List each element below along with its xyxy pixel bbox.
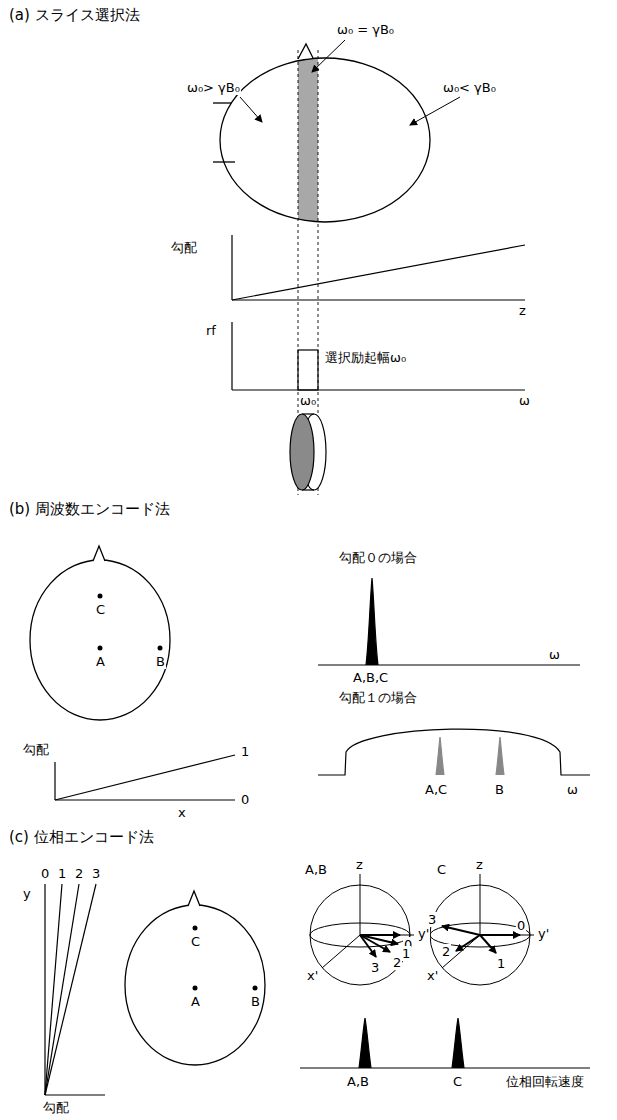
gradient-step: 2	[74, 866, 84, 881]
phase-spectrum	[300, 1018, 590, 1068]
point-label: C	[95, 602, 106, 617]
point-label: A	[95, 654, 106, 669]
rf-graph	[232, 322, 525, 390]
point-label: B	[155, 654, 166, 669]
peak-label: B	[494, 782, 505, 797]
axis-label: 勾配	[22, 742, 50, 757]
axis-label: 勾配	[170, 240, 198, 255]
axis-label: 勾配	[42, 1100, 70, 1115]
axis-value: 0	[240, 792, 250, 807]
peak-label: A,C	[424, 782, 448, 797]
vector-number: 2	[392, 955, 402, 970]
leader-arrow	[240, 40, 460, 125]
axis-label: ω	[548, 647, 561, 662]
axis-label: z	[475, 857, 484, 872]
bloch-sphere	[430, 874, 534, 985]
plot-caption: 勾配１の場合	[338, 690, 418, 705]
magnetization-vector	[442, 926, 520, 953]
plot-caption: 勾配０の場合	[338, 550, 418, 565]
axis-label: x'	[306, 968, 319, 983]
axis-label: 位相回転速度	[505, 1074, 585, 1089]
slice-disk	[290, 414, 326, 490]
axis-label: x	[177, 805, 187, 820]
peak-label: A,B	[346, 1074, 370, 1089]
point-label: A	[190, 994, 201, 1009]
vector-number: 3	[370, 960, 380, 975]
axis-label: z	[355, 857, 364, 872]
slice-head	[213, 40, 430, 240]
section-title: (a) スライス選択法	[8, 6, 141, 24]
magnetization-vector	[360, 935, 400, 957]
point-label: B	[250, 994, 261, 1009]
formula-label: ω₀> γB₀	[186, 80, 241, 95]
gradient-step: 1	[57, 866, 67, 881]
peak-label: C	[452, 1074, 463, 1089]
axis-label: ω	[518, 393, 531, 408]
axis-label: ω₀	[299, 393, 317, 408]
bloch-sphere	[310, 874, 414, 985]
gradient-graph	[232, 235, 525, 300]
axis-label: y'	[537, 926, 550, 941]
annotation: 選択励起幅ω₀	[324, 350, 407, 365]
peak-label: A,B,C	[352, 670, 389, 685]
gradient-step: 3	[91, 866, 101, 881]
gradient-graph	[55, 755, 235, 800]
axis-label: x'	[426, 968, 439, 983]
head-outline	[30, 546, 170, 720]
sphere-label: A,B	[304, 862, 328, 877]
sphere-label: C	[436, 862, 447, 877]
vector-number: 3	[427, 912, 437, 927]
sample-dot	[193, 926, 258, 991]
vector-number: 2	[441, 944, 451, 959]
axis-value: 1	[240, 744, 250, 759]
head-outline	[125, 891, 265, 1065]
axis-label: z	[518, 303, 527, 318]
axis-label: y	[22, 886, 32, 901]
vector-number: 0	[516, 918, 526, 933]
axis-label: ω	[566, 782, 579, 797]
formula-label: ω₀ = γB₀	[336, 22, 395, 37]
section-title: (c) 位相エンコード法	[8, 828, 155, 846]
axis-label: y'	[417, 926, 430, 941]
axis-label: rf	[205, 323, 217, 338]
sample-dot	[98, 594, 163, 651]
gradient-fan	[45, 884, 105, 1095]
vector-number: 1	[496, 956, 506, 971]
section-title: (b) 周波数エンコード法	[8, 500, 171, 518]
point-label: C	[190, 934, 201, 949]
vector-number: 1	[401, 946, 411, 961]
formula-label: ω₀< γB₀	[442, 80, 497, 95]
spectrum	[318, 578, 590, 775]
gradient-step: 0	[40, 866, 50, 881]
